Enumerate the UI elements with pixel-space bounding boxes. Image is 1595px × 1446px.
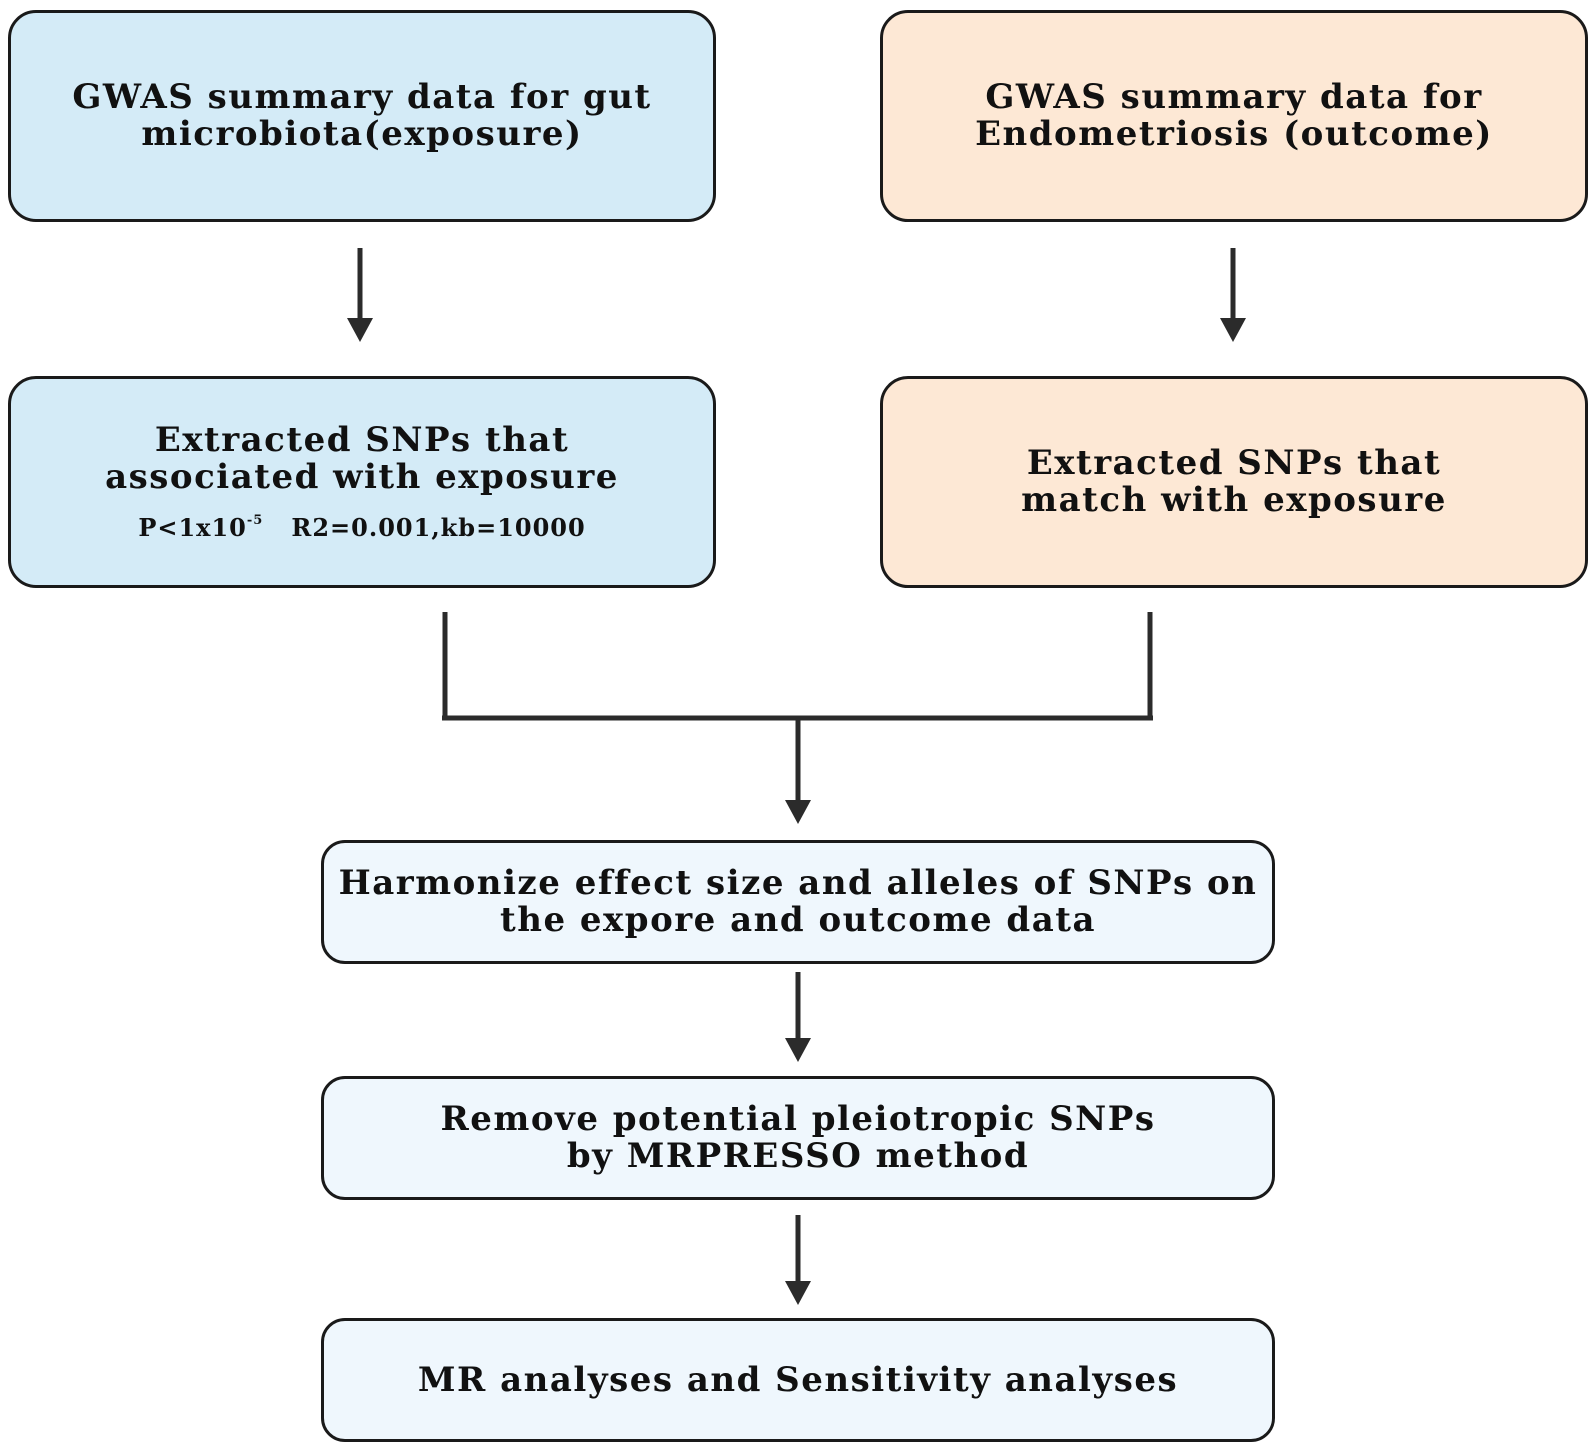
exposure-snps-box: Extracted SNPs that associated with expo… <box>8 376 716 588</box>
outcome-snps-line1: Extracted SNPs that <box>1026 443 1442 483</box>
analyses-line1: MR analyses and Sensitivity analyses <box>417 1359 1179 1400</box>
exposure-snps-threshold: P<1x10-5 R2=0.001,kb=10000 <box>138 506 585 543</box>
arrow-merge-to-harmonize <box>785 718 811 824</box>
mrpresso-line2: by MRPRESSO method <box>566 1136 1030 1176</box>
mrpresso-box: Remove potential pleiotropic SNPs by MRP… <box>321 1076 1275 1200</box>
arrow-outcome-gwas-to-snps <box>1220 248 1246 342</box>
arrow-exposure-gwas-to-snps <box>347 248 373 342</box>
exposure-snps-line2: associated with exposure <box>105 456 619 497</box>
analyses-box: MR analyses and Sensitivity analyses <box>321 1318 1275 1442</box>
harmonize-box: Harmonize effect size and alleles of SNP… <box>321 840 1275 964</box>
p-threshold-exponent: -5 <box>246 512 264 528</box>
harmonize-line2: the expore and outcome data <box>500 900 1096 940</box>
exposure-gwas-box: GWAS summary data for gut microbiota(exp… <box>8 10 716 222</box>
harmonize-line1: Harmonize effect size and alleles of SNP… <box>338 863 1258 903</box>
outcome-gwas-line1: GWAS summary data for <box>985 77 1483 117</box>
outcome-gwas-line2: Endometriosis (outcome) <box>975 114 1493 154</box>
mrpresso-line1: Remove potential pleiotropic SNPs <box>440 1099 1156 1139</box>
merge-bracket <box>442 612 1153 721</box>
exposure-gwas-line2: microbiota(exposure) <box>141 114 583 154</box>
outcome-snps-box: Extracted SNPs that match with exposure <box>880 376 1588 588</box>
p-threshold-prefix: P<1x10 <box>138 512 247 542</box>
arrow-harmonize-to-mrpresso <box>785 972 811 1062</box>
outcome-gwas-box: GWAS summary data for Endometriosis (out… <box>880 10 1588 222</box>
exposure-snps-line1: Extracted SNPs that <box>154 419 570 460</box>
clump-params: R2=0.001,kb=10000 <box>291 512 586 542</box>
exposure-gwas-line1: GWAS summary data for gut <box>72 77 652 117</box>
arrow-mrpresso-to-analyses <box>785 1215 811 1305</box>
outcome-snps-line2: match with exposure <box>1021 480 1447 520</box>
